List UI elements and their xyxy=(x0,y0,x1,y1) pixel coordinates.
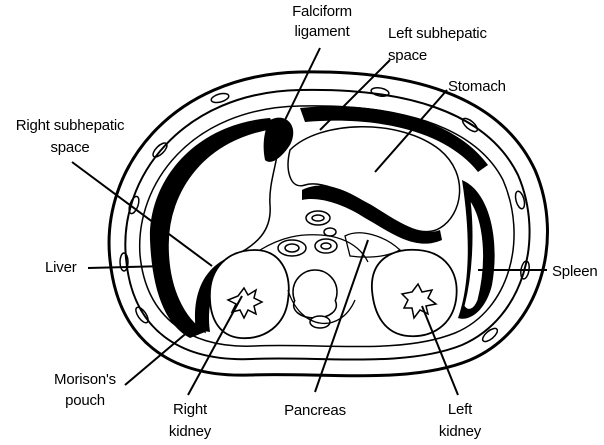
vessels xyxy=(277,210,338,257)
label-spleen: Spleen xyxy=(552,263,598,280)
left-subhepatic-fluid xyxy=(300,106,488,172)
label-right-subhepatic-line2: space xyxy=(50,139,90,156)
right-subhepatic-fluid xyxy=(149,118,275,338)
left-kidney-pelvis xyxy=(400,282,438,320)
label-right-kidney-line1: Right xyxy=(172,401,208,418)
leader-morison xyxy=(124,324,197,386)
label-left-subhepatic-line1: Left subhepatic xyxy=(388,25,487,42)
label-left-subhepatic-line2: space xyxy=(388,47,428,64)
body-wall-inner xyxy=(124,88,531,361)
falciform-fluid xyxy=(263,117,294,162)
leader-falciform xyxy=(283,47,321,123)
leader-left-subhepatic xyxy=(319,59,391,131)
leader-stomach xyxy=(374,89,448,173)
pancreas xyxy=(344,232,402,258)
leader-right-kidney xyxy=(187,295,243,396)
peritoneal-lining xyxy=(138,105,515,348)
stomach xyxy=(287,126,461,233)
label-right-kidney-line2: kidney xyxy=(168,423,212,440)
label-stomach: Stomach xyxy=(448,78,506,95)
label-left-kidney-line2: kidney xyxy=(438,423,482,440)
right-kidney-pelvis xyxy=(226,286,264,320)
label-pancreas: Pancreas xyxy=(284,402,346,419)
label-morison-line1: Morison's xyxy=(54,371,116,388)
label-morison-line2: pouch xyxy=(65,392,105,409)
stomach-wall-fluid xyxy=(302,185,442,244)
morisons-pouch-fluid xyxy=(195,256,240,332)
retroperitoneal-line-2 xyxy=(287,289,356,325)
label-left-kidney-line1: Left xyxy=(447,401,473,418)
leader-pancreas xyxy=(314,239,369,393)
label-falciform-line2: ligament xyxy=(294,23,350,40)
retroperitoneal-line xyxy=(259,234,369,263)
label-falciform-line1: Falciform xyxy=(292,3,352,20)
vertebra xyxy=(292,269,338,329)
label-liver: Liver xyxy=(45,259,77,276)
spleen-inner xyxy=(463,199,485,310)
label-right-subhepatic-line1: Right subhepatic xyxy=(15,117,125,134)
leader-left-kidney xyxy=(421,305,459,396)
body-wall-outer xyxy=(107,70,549,378)
leader-right-subhepatic xyxy=(71,161,213,267)
leader-liver xyxy=(87,265,169,269)
leader-lines xyxy=(71,47,547,396)
